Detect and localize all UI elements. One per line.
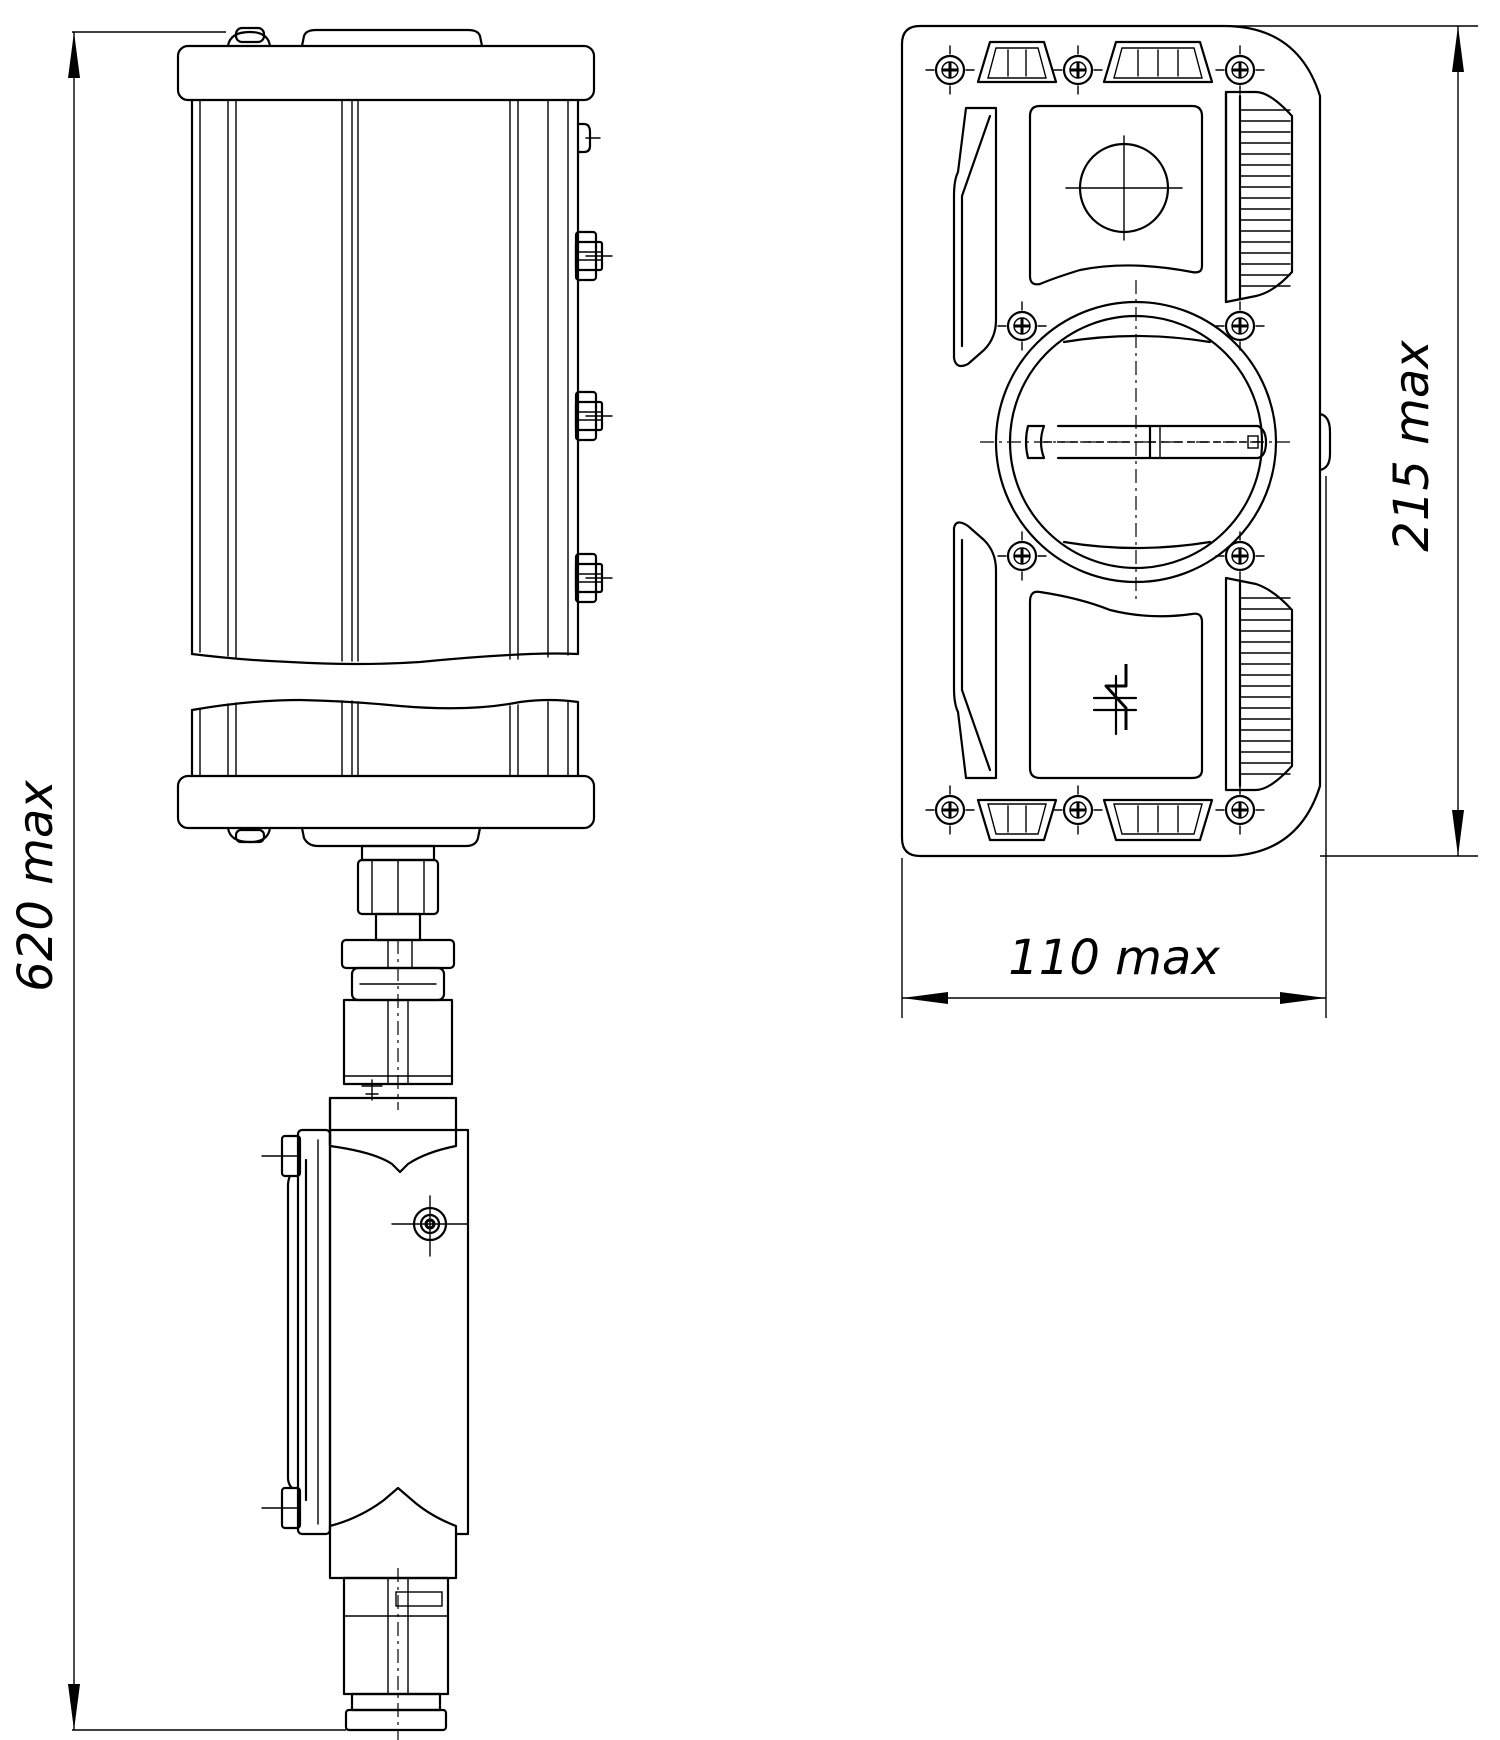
cable-gland-lower [342,1568,450,1740]
dimension-width-label: 110 max [1008,930,1220,986]
junction-box [261,1096,470,1580]
front-view [900,24,1332,858]
cable-gland-upper [340,844,456,1110]
housing-body-lower [190,698,580,778]
dimension-width: 110 max [901,476,1327,1018]
dimension-height-label: 620 max [8,780,64,992]
lower-window [1028,590,1204,780]
dimension-depth-label: 215 max [1384,340,1440,552]
side-view [176,26,613,1740]
side-bolts [574,122,613,604]
mounting-screws [924,44,1266,836]
terminal-clips [976,40,1214,842]
upper-window [1028,104,1204,286]
central-window [980,280,1290,604]
housing-body-upper [190,98,580,666]
right-fins-lower [1224,576,1294,792]
dimension-height: 620 max [8,31,346,1731]
dimension-depth: 215 max [1226,25,1478,857]
top-cover [176,26,596,102]
left-ribs [952,106,998,780]
right-fins-upper [1224,90,1294,304]
bottom-cover [176,774,596,848]
